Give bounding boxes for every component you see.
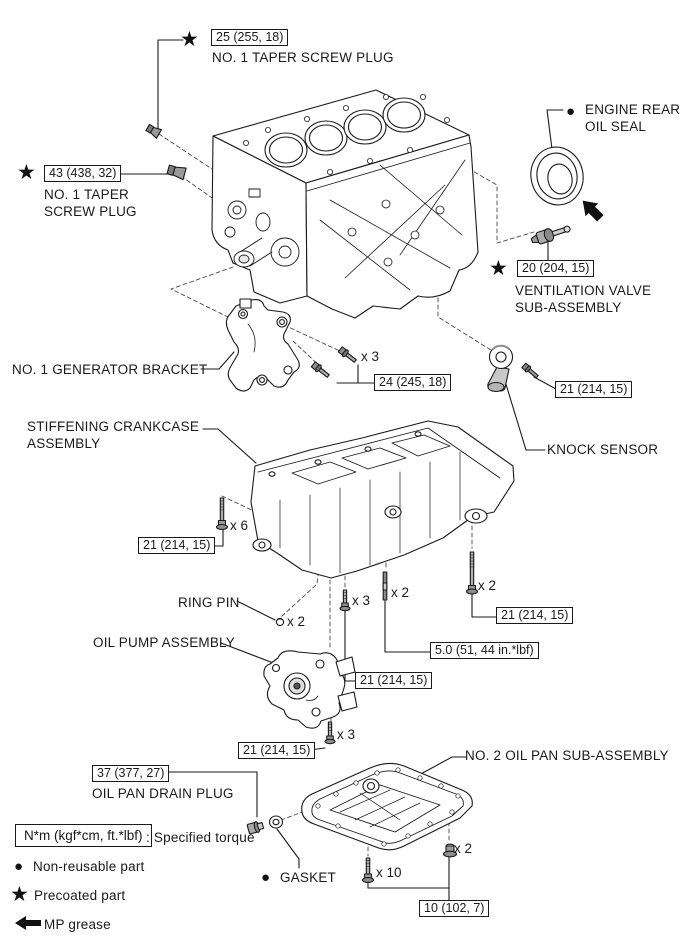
part-label-ventilation-valve: VENTILATION VALVE SUB-ASSEMBLY <box>515 282 651 316</box>
part-label-oil-pump: OIL PUMP ASSEMBLY <box>93 635 235 650</box>
bolt-count-label: x 3 <box>352 593 371 608</box>
torque-spec-box: 5.0 (51, 44 in.*lbf) <box>430 642 539 659</box>
oil-pump-drawing <box>263 650 358 729</box>
non-reusable-dot-icon: ● <box>261 869 271 886</box>
torque-spec-box: 24 (245, 18) <box>374 374 452 391</box>
torque-spec-box: 10 (102, 7) <box>419 900 490 917</box>
part-label-line1: STIFFENING CRANKCASE <box>27 419 200 434</box>
crankcase-stud-x2-drawing <box>382 571 388 601</box>
part-label-line2: SCREW PLUG <box>44 204 137 219</box>
ventilation-valve-drawing <box>530 225 571 245</box>
taper-plug-top-drawing <box>145 123 162 139</box>
part-label-ring-pin: RING PIN <box>178 595 240 610</box>
non-reusable-dot-icon: ● <box>14 858 24 875</box>
torque-spec-box: 20 (204, 15) <box>517 260 595 277</box>
crankcase-bolt-x2-drawing <box>465 551 479 595</box>
gasket-ring-drawing <box>268 815 284 829</box>
nut-count-label: x 2 <box>454 841 473 856</box>
taper-plug-left-drawing <box>166 164 187 181</box>
oil-pan-nut-drawing <box>442 843 458 858</box>
part-label-line1: ENGINE REAR <box>585 102 681 117</box>
part-label-knock-sensor: KNOCK SENSOR <box>547 442 659 457</box>
bracket-bolt-drawing <box>310 361 330 378</box>
mp-grease-arrow-icon <box>15 916 41 930</box>
torque-spec-box: 43 (438, 32) <box>44 165 122 182</box>
torque-spec-box: 21 (214, 15) <box>496 607 574 624</box>
pin-count-label: x 2 <box>287 614 306 629</box>
legend-torque-desc: : Specified torque <box>146 830 255 845</box>
torque-spec-box: 21 (214, 15) <box>138 537 216 554</box>
mp-grease-arrow-icon <box>582 200 604 222</box>
part-label-generator-bracket: NO. 1 GENERATOR BRACKET <box>12 362 208 377</box>
part-label-line2: ASSEMBLY <box>27 436 101 451</box>
bolt-count-label: x 10 <box>376 865 402 880</box>
torque-spec-box: 25 (255, 18) <box>211 29 289 46</box>
stud-count-label: x 2 <box>391 585 410 600</box>
part-label-stiffening-crankcase: STIFFENING CRANKCASE ASSEMBLY <box>27 418 199 452</box>
oil-pan-drawing <box>301 762 473 851</box>
bolt-count-label: x 6 <box>230 518 249 533</box>
cylinder-bores <box>264 97 426 168</box>
legend-mp-grease: MP grease <box>44 917 111 932</box>
bolt-count-label: x 2 <box>478 578 497 593</box>
drain-plug-drawing <box>246 821 265 835</box>
bracket-bolt-drawing <box>337 346 357 363</box>
crankcase-bolt-x6-drawing <box>215 497 229 531</box>
part-label-gasket: GASKET <box>280 870 336 885</box>
bolt-count-label: x 3 <box>337 727 356 742</box>
precoated-star-icon: ★ <box>489 257 508 280</box>
part-label-line2: OIL SEAL <box>585 119 647 134</box>
ring-pin-drawing <box>275 617 285 627</box>
oil-seal-drawing <box>530 146 584 206</box>
torque-spec-box: 21 (214, 15) <box>355 672 433 689</box>
cylinder-block-drawing <box>211 89 479 319</box>
generator-bracket-drawing <box>225 298 300 392</box>
torque-spec-box: 21 (214, 15) <box>555 381 633 398</box>
oil-pan-bolt-drawing <box>361 857 375 883</box>
part-label-line2: SUB-ASSEMBLY <box>515 300 622 315</box>
stiffening-crankcase-drawing <box>250 420 515 579</box>
crankcase-bolt-x3-drawing <box>339 589 351 612</box>
precoated-star-icon: ★ <box>10 883 29 906</box>
part-label-taper-plug-top: NO. 1 TAPER SCREW PLUG <box>212 50 394 65</box>
part-label-line1: VENTILATION VALVE <box>515 283 652 298</box>
torque-spec-box: 21 (214, 15) <box>238 742 316 759</box>
oil-pump-bolt-drawing <box>324 721 336 745</box>
knock-sensor-drawing <box>487 344 514 393</box>
precoated-star-icon: ★ <box>17 161 36 184</box>
legend-precoated: Precoated part <box>34 888 126 903</box>
legend-torque-unit-box: N*m (kgf*cm, ft.*lbf) <box>15 824 152 847</box>
non-reusable-dot-icon: ● <box>566 103 576 120</box>
part-label-oil-seal: ENGINE REAR OIL SEAL <box>585 101 680 135</box>
torque-spec-box: 37 (377, 27) <box>92 765 170 782</box>
legend-non-reusable: Non-reusable part <box>33 859 145 874</box>
part-label-taper-plug-left: NO. 1 TAPER SCREW PLUG <box>44 186 137 220</box>
precoated-star-icon: ★ <box>180 28 199 51</box>
part-label-line1: NO. 1 TAPER <box>44 187 129 202</box>
part-label-oil-pan: NO. 2 OIL PAN SUB-ASSEMBLY <box>465 748 669 763</box>
bolt-count-label: x 3 <box>361 349 380 364</box>
knock-sensor-bolt-drawing <box>521 362 539 379</box>
part-label-drain-plug: OIL PAN DRAIN PLUG <box>92 786 234 801</box>
